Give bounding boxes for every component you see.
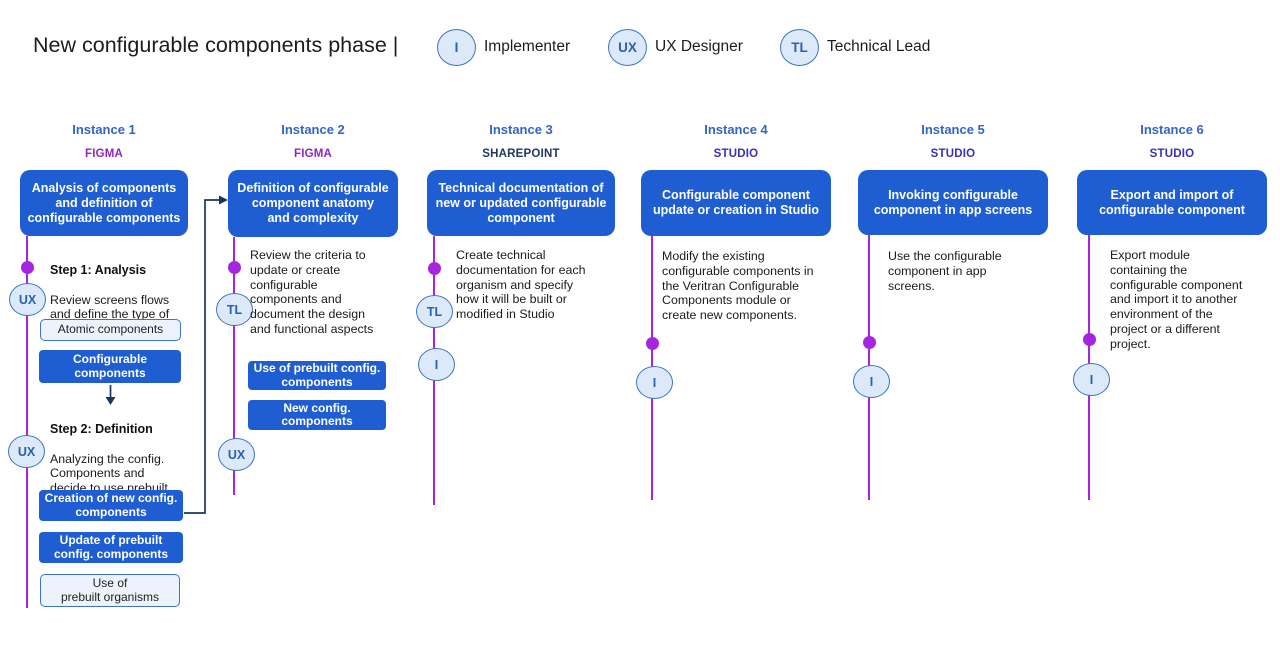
legend-ux-label: UX Designer xyxy=(655,38,743,55)
tag-update-prebuilt-config: Update of prebuilt config. components xyxy=(39,532,183,563)
legend-implementer-badge: I xyxy=(437,29,476,66)
instance-1-tool: FIGMA xyxy=(84,148,124,160)
tag-creation-new-config: Creation of new config. components xyxy=(39,490,183,521)
instance-6-title: Instance 6 xyxy=(1140,122,1204,137)
instance-5-role-badge-i: I xyxy=(853,365,890,398)
instance-5-main-box: Invoking configurable component in app s… xyxy=(858,170,1048,235)
instance-3-tool: SHAREPOINT xyxy=(482,148,560,160)
tag-use-prebuilt-organisms: Use of prebuilt organisms xyxy=(40,574,180,607)
instance-4-title: Instance 4 xyxy=(704,122,768,137)
legend-implementer-label: Implementer xyxy=(484,38,571,55)
instance-1-step1-title: Step 1: Analysis xyxy=(50,262,147,277)
instance-4-milestone-dot xyxy=(646,337,659,350)
legend-tl-label: Technical Lead xyxy=(827,38,931,55)
instance-3-role-badge-tl: TL xyxy=(416,295,453,328)
instance-3-main-box: Technical documentation of new or update… xyxy=(427,170,615,236)
instance-3-milestone-dot xyxy=(428,262,441,275)
instance-2-timeline xyxy=(233,237,235,495)
tag-new-config-components: New config. components xyxy=(248,400,386,430)
instance-2-tool: FIGMA xyxy=(293,148,333,160)
instance-5-tool: STUDIO xyxy=(930,148,976,160)
instance-2-milestone-dot xyxy=(228,261,241,274)
instance-4-tool: STUDIO xyxy=(713,148,759,160)
instance-3-body-text: Create technical documentation for each … xyxy=(456,248,586,322)
instance-4-main-box: Configurable component update or creatio… xyxy=(641,170,831,236)
instance-1-title: Instance 1 xyxy=(72,122,136,137)
instance-6-milestone-dot xyxy=(1083,333,1096,346)
tag-atomic-components: Atomic components xyxy=(40,319,181,341)
instance-1-timeline xyxy=(26,236,28,608)
instance-1-milestone-dot xyxy=(21,261,34,274)
instance-2-title: Instance 2 xyxy=(281,122,345,137)
instance-1-role-badge-ux-2: UX xyxy=(8,435,45,468)
instance-4-role-badge-i: I xyxy=(636,366,673,399)
legend-tl-badge: TL xyxy=(780,29,819,66)
step-down-arrowhead xyxy=(105,397,116,405)
legend-ux-badge: UX xyxy=(608,29,647,66)
instance-3-title: Instance 3 xyxy=(489,122,553,137)
instance-6-tool: STUDIO xyxy=(1149,148,1195,160)
instance-3-role-badge-i: I xyxy=(418,348,455,381)
instance-2-role-badge-ux: UX xyxy=(218,438,255,471)
instance-6-main-box: Export and import of configurable compon… xyxy=(1077,170,1267,235)
instance-2-body-text: Review the criteria to update or create … xyxy=(250,248,374,336)
page-title: New configurable components phase | xyxy=(33,33,399,57)
instance-5-milestone-dot xyxy=(863,336,876,349)
instance-1-step2-title: Step 2: Definition xyxy=(50,421,153,436)
instance-5-body-text: Use the configurable component in app sc… xyxy=(888,249,1002,293)
instance-2-main-box: Definition of configurable component ana… xyxy=(228,170,398,237)
tag-configurable-components: Configurable components xyxy=(39,350,181,383)
loopback-connector-arrowhead xyxy=(219,195,228,205)
instance-6-role-badge-i: I xyxy=(1073,363,1110,396)
instance-2-role-badge-tl: TL xyxy=(216,293,253,326)
instance-4-body-text: Modify the existing configurable compone… xyxy=(662,249,814,323)
instance-1-role-badge-ux-1: UX xyxy=(9,283,46,316)
instance-6-body-text: Export module containing the configurabl… xyxy=(1110,248,1243,351)
tag-use-prebuilt-config: Use of prebuilt config. components xyxy=(248,361,386,390)
instance-1-main-box: Analysis of components and definition of… xyxy=(20,170,188,236)
instance-5-title: Instance 5 xyxy=(921,122,985,137)
